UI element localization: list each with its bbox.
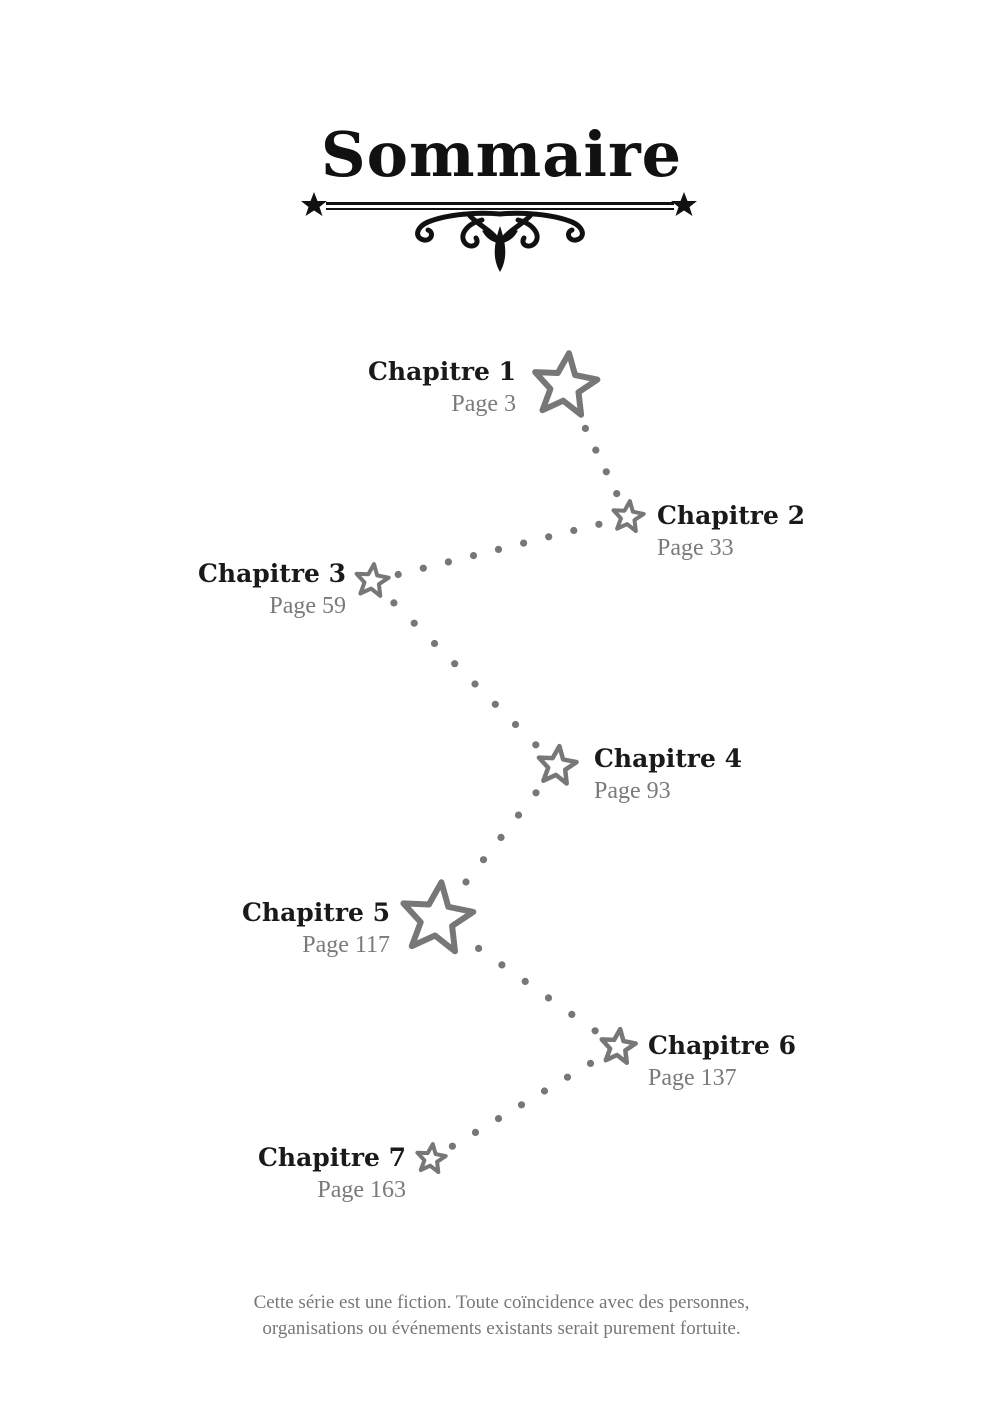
path-dot	[491, 700, 499, 708]
dotted-path	[390, 424, 621, 1150]
path-dot	[511, 720, 520, 729]
path-dot	[410, 619, 418, 627]
star-icon	[354, 562, 391, 598]
toc-entry-chapitre-3[interactable]: Chapitre 3 Page 59	[106, 558, 346, 622]
chapter-label: Chapitre 2	[657, 501, 805, 530]
chapter-label: Chapitre 4	[594, 744, 742, 773]
star-icon	[599, 1026, 638, 1065]
path-dot	[451, 660, 459, 668]
path-dot	[475, 944, 483, 953]
chapter-page: Page 163	[317, 1177, 406, 1203]
path-dot	[570, 526, 578, 535]
star-icon	[532, 350, 601, 418]
path-dot	[390, 599, 398, 607]
toc-entry-chapitre-1[interactable]: Chapitre 1 Page 3	[276, 356, 516, 420]
toc-entry-chapitre-6[interactable]: Chapitre 6 Page 137	[648, 1030, 888, 1094]
path-dot	[532, 741, 540, 749]
path-dot	[520, 539, 528, 547]
toc-entry-chapitre-4[interactable]: Chapitre 4 Page 93	[594, 743, 834, 807]
disclaimer-line-2: organisations ou événements existants se…	[262, 1318, 741, 1339]
page-title: Sommaire	[320, 118, 683, 191]
chapter-page: Page 3	[451, 391, 516, 417]
path-dot	[419, 564, 427, 572]
path-dot	[595, 520, 603, 528]
chapter-label: Chapitre 1	[368, 357, 516, 386]
path-dot	[498, 961, 506, 969]
path-dot	[471, 680, 479, 688]
path-dot	[430, 639, 439, 648]
path-dot	[394, 570, 402, 579]
chapter-label: Chapitre 3	[198, 559, 346, 588]
path-dot	[592, 446, 600, 454]
path-dot	[568, 1010, 576, 1019]
path-dot	[514, 811, 523, 819]
star-icon	[611, 499, 646, 533]
fiction-disclaimer: Cette série est une fiction. Toute coïnc…	[0, 1290, 1003, 1342]
path-dot	[581, 424, 590, 432]
path-dot	[586, 1059, 595, 1067]
path-dot	[532, 789, 540, 797]
chapter-label: Chapitre 5	[242, 898, 390, 927]
path-dot	[494, 1115, 503, 1123]
toc-entry-chapitre-7[interactable]: Chapitre 7 Page 163	[166, 1142, 406, 1206]
chapter-page: Page 93	[594, 778, 671, 804]
star-icon	[536, 743, 579, 786]
toc-entry-chapitre-2[interactable]: Chapitre 2 Page 33	[657, 500, 897, 564]
disclaimer-line-1: Cette série est une fiction. Toute coïnc…	[253, 1292, 750, 1313]
path-dot	[494, 545, 503, 554]
path-dot	[517, 1101, 526, 1109]
chapter-page: Page 117	[302, 932, 390, 958]
chapter-page: Page 33	[657, 535, 734, 561]
star-icon	[400, 879, 477, 955]
path-dot	[469, 552, 478, 560]
path-dot	[613, 490, 621, 498]
ornamental-divider-icon	[301, 192, 697, 272]
path-dot	[497, 833, 505, 842]
path-dot	[563, 1073, 572, 1081]
chapter-label: Chapitre 7	[258, 1143, 406, 1172]
path-dot	[448, 1142, 456, 1150]
path-dot	[521, 977, 529, 986]
path-dot	[591, 1027, 599, 1035]
path-dot	[462, 878, 470, 886]
chapter-page: Page 137	[648, 1065, 737, 1091]
path-dot	[471, 1128, 480, 1136]
path-dot	[545, 533, 553, 541]
path-dot	[602, 468, 610, 476]
chapter-page: Page 59	[269, 593, 346, 619]
path-dot	[544, 994, 553, 1002]
path-dot	[540, 1087, 549, 1095]
star-icon	[415, 1142, 448, 1175]
path-dot	[444, 558, 452, 566]
path-dot	[479, 856, 488, 864]
toc-entry-chapitre-5[interactable]: Chapitre 5 Page 117	[150, 897, 390, 961]
chapter-label: Chapitre 6	[648, 1031, 796, 1060]
